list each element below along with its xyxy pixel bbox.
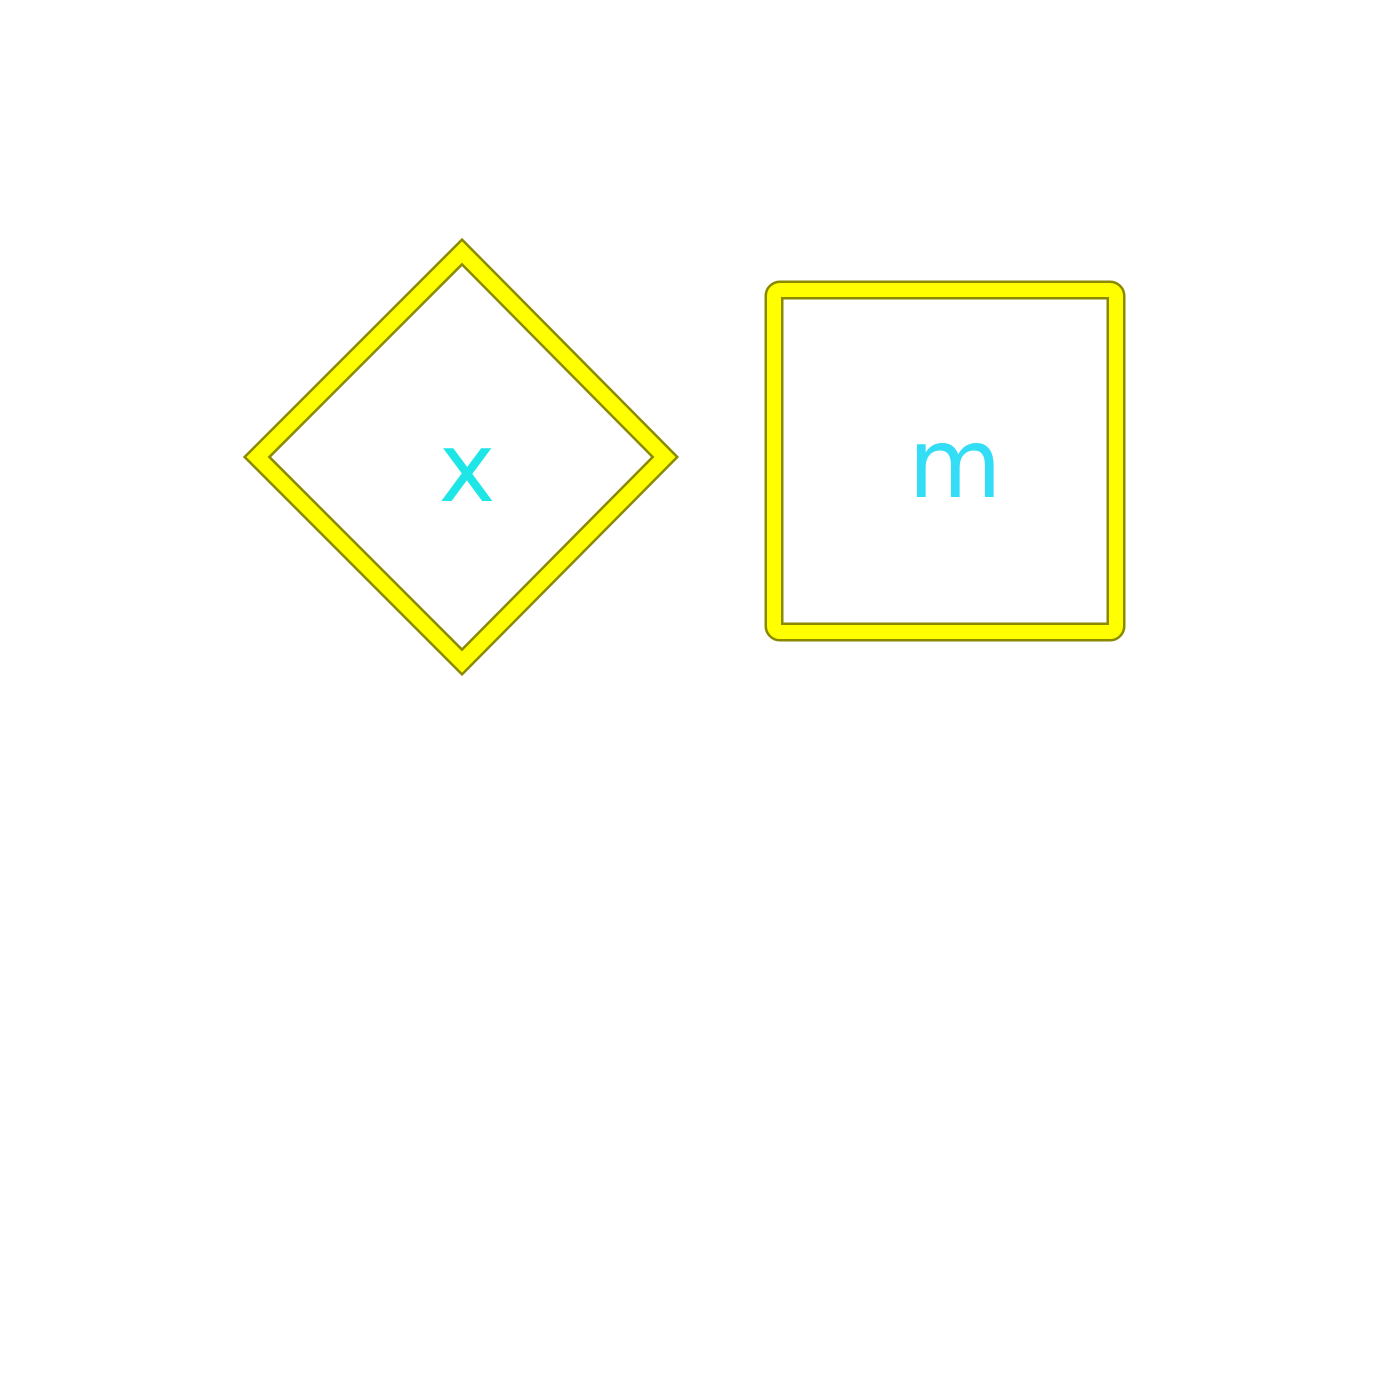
diamond-label: x (439, 412, 496, 524)
square-border (767, 283, 1123, 639)
diamond-shape: x (242, 237, 680, 677)
square-shape: m (764, 280, 1126, 642)
square-label: m (908, 408, 1002, 520)
diamond-border (246, 241, 676, 673)
